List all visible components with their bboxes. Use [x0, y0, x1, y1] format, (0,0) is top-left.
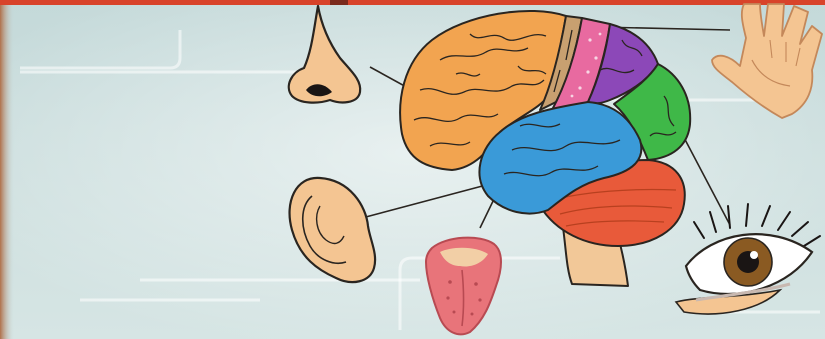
left-edge-shade	[0, 0, 14, 339]
top-frame-strip-dark	[330, 0, 348, 5]
top-frame-strip	[0, 0, 825, 5]
